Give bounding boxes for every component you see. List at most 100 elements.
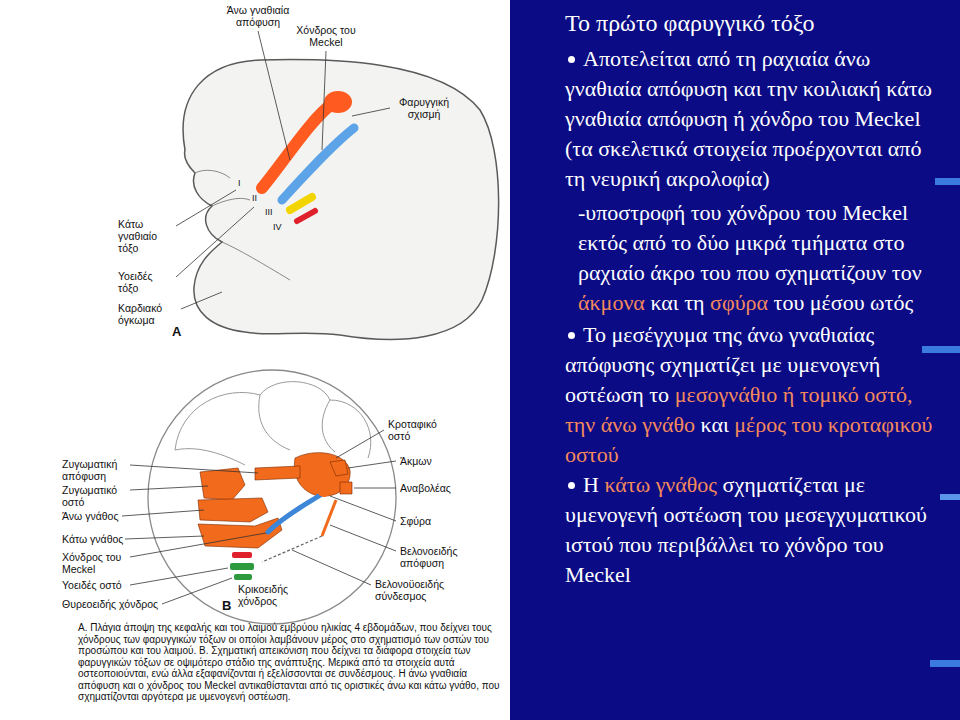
leader-line <box>348 461 396 468</box>
bullet-dot <box>568 482 575 489</box>
bullet-dot <box>568 332 575 339</box>
embryo-outline <box>195 170 230 178</box>
leader-line <box>292 550 371 585</box>
sub-item: -υποστροφή του χόνδρου του Meckel εκτός … <box>578 198 945 318</box>
arch-cartilage <box>282 128 354 200</box>
hyoid-larynx <box>234 574 252 580</box>
leader-line <box>176 207 254 277</box>
leader-line <box>352 108 390 116</box>
meckel-cartilage <box>268 494 322 532</box>
highlight-text: κάτω γνάθος <box>604 472 717 497</box>
leader-line <box>130 486 208 490</box>
skull-outline <box>322 400 335 452</box>
slide-panel <box>510 0 960 720</box>
decor-bar <box>922 346 960 353</box>
slide-title: Το πρώτο φαρυγγικό τόξο <box>565 8 945 38</box>
body-text: Η <box>583 472 599 497</box>
leader-line <box>122 430 396 604</box>
bullet-item: Η κάτω γνάθος σχηματίζεται με υμενογενή … <box>565 470 945 590</box>
hyoid-larynx <box>230 563 254 570</box>
arch-cartilage <box>297 211 315 221</box>
body-text: -υποστροφή του χόνδρου του Meckel εκτός … <box>578 200 922 285</box>
body-text: και <box>700 412 728 437</box>
part-label: Χόνδρος του Meckel <box>290 24 362 48</box>
figure-letter: A <box>172 324 192 339</box>
decor-bar <box>940 494 960 500</box>
part-label: Καρδιακό όγκωμα <box>118 302 178 326</box>
embryo-outline <box>222 242 290 280</box>
part-label: Αναβολέας <box>400 482 470 494</box>
part-label: Σφύρα <box>400 515 460 527</box>
part-label: Άνω γνάθος <box>62 510 132 522</box>
part-label: Χόνδρος του Meckel <box>62 551 130 575</box>
meckel-cartilage <box>268 487 330 532</box>
body-text: του μέσου ωτός <box>774 290 914 315</box>
part-label: Υοειδές τόξο <box>118 270 173 294</box>
decor-bar <box>930 660 960 667</box>
part-label: Κροταφικό οστό <box>388 418 448 442</box>
part-label: Θυρεοειδής χόνδρος <box>62 598 172 610</box>
styloid <box>322 500 336 536</box>
body-text: Αποτελείται από τη ραχιαία άνω γναθιαία … <box>565 46 932 191</box>
skull-outline <box>148 370 396 624</box>
bone <box>340 482 352 494</box>
part-label: Βελονοϋοειδής σύνδεσμος <box>375 578 455 602</box>
hyoid-larynx <box>232 552 252 558</box>
meckel-cartilage <box>318 487 330 497</box>
arch-number: II <box>252 193 266 203</box>
part-label: Ζυγωματική απόφυση <box>62 458 132 482</box>
leader-line <box>330 525 396 551</box>
part-label: Υοειδές οστό <box>62 579 132 591</box>
arch-number: III <box>265 207 283 217</box>
figure-caption: A. Πλάγια άποψη της κεφαλής και του λαιμ… <box>78 622 506 703</box>
bone <box>200 468 245 500</box>
leader-line <box>125 536 204 539</box>
skull-outline <box>175 382 371 458</box>
arch-cartilage <box>262 104 332 188</box>
arch-cartilage <box>324 91 352 113</box>
skull-outline <box>259 395 290 450</box>
body-text: και τη <box>650 290 704 315</box>
skull-outline <box>148 370 396 624</box>
part-label: Βελονοειδής απόφυση <box>400 545 472 569</box>
bullet-dot <box>568 56 575 63</box>
part-label: Κρικοειδής χόνδρος <box>238 583 300 607</box>
hyoid-larynx <box>230 552 254 580</box>
leader-line <box>181 292 222 309</box>
embryo-outline <box>212 198 250 206</box>
part-label: Κάτω γναθιαίο τόξο <box>118 218 173 254</box>
arch-cartilage <box>262 91 354 221</box>
leader-line <box>130 533 266 557</box>
part-label: Άκμων <box>400 455 460 467</box>
part-label: Ζυγωματικό οστό <box>62 484 132 508</box>
decor-bar <box>935 178 960 185</box>
arch-number: IV <box>273 222 291 232</box>
arch-cartilage <box>290 197 312 210</box>
leader-line <box>354 488 396 489</box>
bone <box>198 498 268 522</box>
part-label: Φαρυγγική σχισμή <box>393 96 455 120</box>
leader-line <box>336 430 384 458</box>
embryo-outline <box>183 60 499 340</box>
highlight-text: σφύρα <box>710 290 768 315</box>
bullet-item: Το μεσέγχυμα της άνω γναθιαίας απόφυσης … <box>565 320 945 470</box>
leader-line <box>122 510 204 516</box>
skull-outline <box>175 449 245 465</box>
leader-line <box>258 31 290 160</box>
part-label: Κάτω γνάθος <box>62 533 132 545</box>
bone <box>198 453 352 548</box>
leader-line <box>130 568 228 585</box>
part-label: Άνω γναθιαία απόφυση <box>220 4 296 28</box>
bone <box>255 466 300 480</box>
leader-line <box>176 190 236 226</box>
leader-line <box>322 51 326 150</box>
leader-line <box>130 465 258 473</box>
highlight-text: άκμονα <box>578 290 645 315</box>
bone <box>330 460 348 476</box>
bullet-list: Αποτελείται από τη ραχιαία άνω γναθιαία … <box>565 44 945 590</box>
embryo-outline <box>183 60 499 340</box>
styloid <box>262 536 322 562</box>
leader-line <box>176 31 390 309</box>
figure-letter: B <box>222 598 238 613</box>
